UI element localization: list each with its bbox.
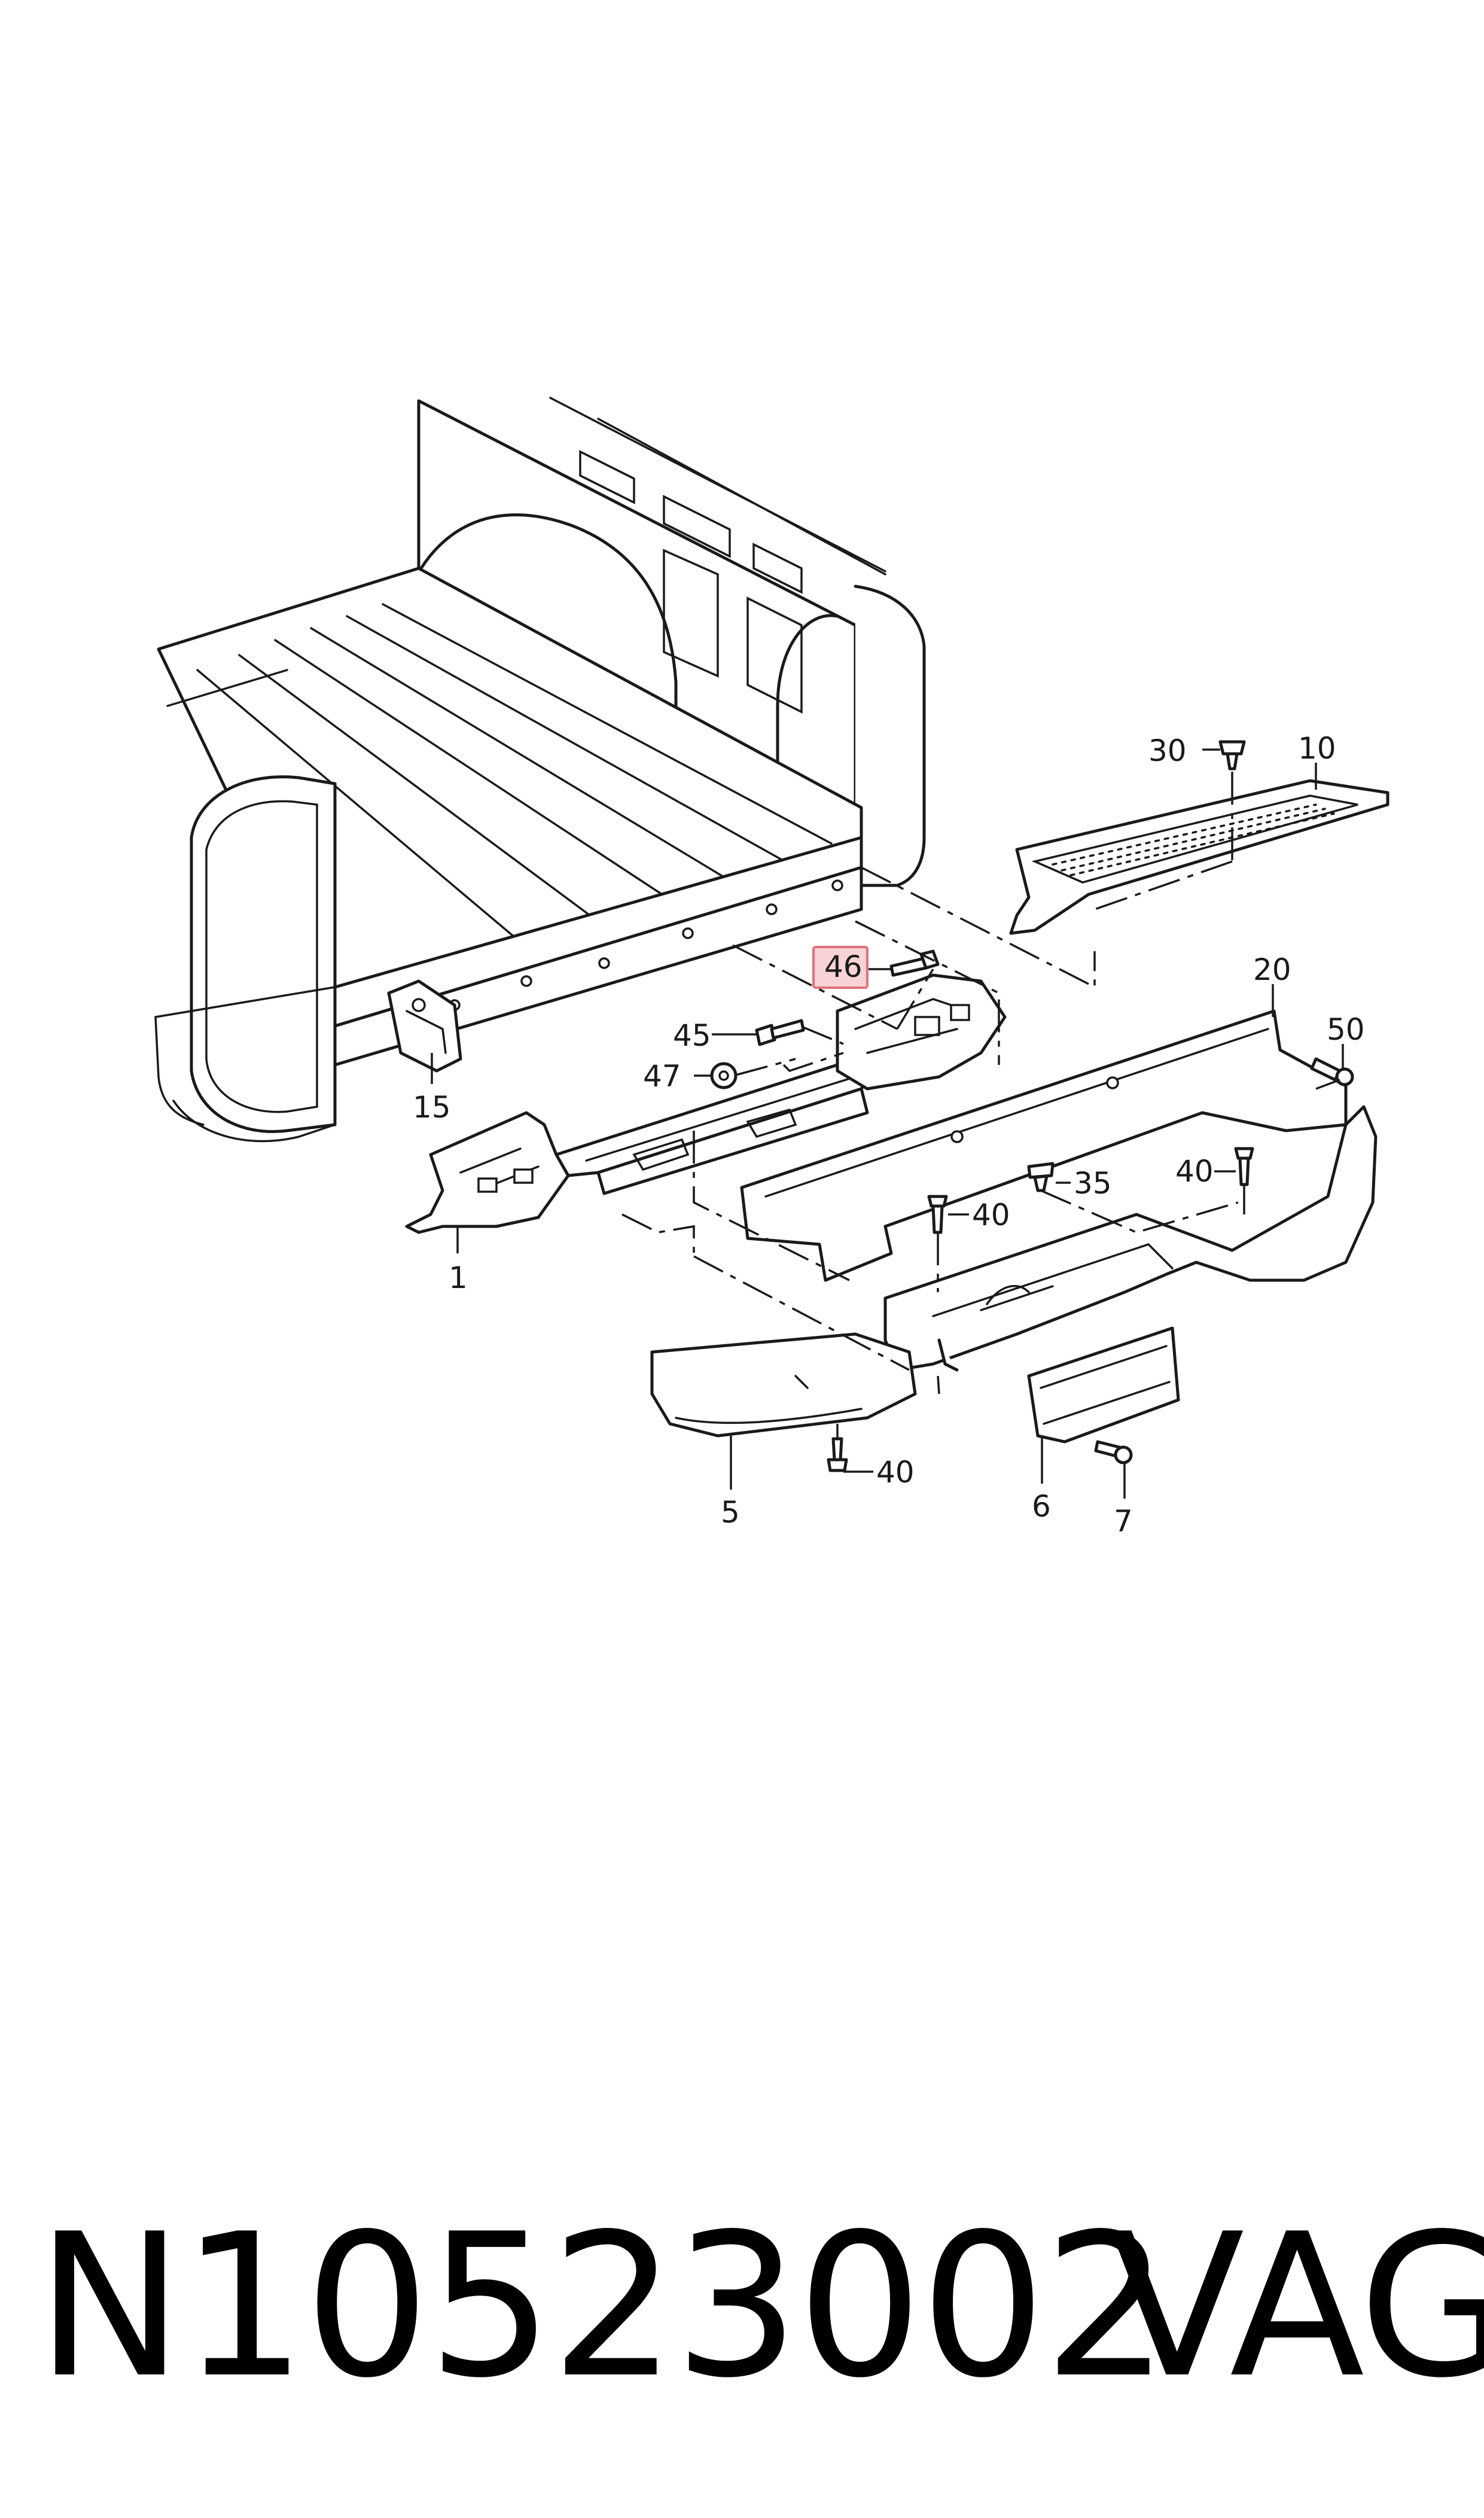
callout-50: 50: [1327, 1012, 1365, 1047]
bolt-46-icon: [889, 949, 940, 977]
callout-30: 30: [1148, 733, 1187, 768]
plate-bracket-part-6: [1027, 1326, 1180, 1444]
callout-40-bottom: 40: [876, 1455, 915, 1490]
callout-35: 35: [1074, 1166, 1112, 1201]
callout-46-highlight: [812, 946, 869, 989]
bolt-45-icon: [755, 1019, 805, 1046]
bracket-part-15: [387, 979, 462, 1073]
callout-40-right: 40: [1175, 1154, 1214, 1189]
callout-47: 47: [643, 1059, 681, 1094]
fasteners: [710, 740, 1354, 1472]
bolt-7-icon: [1094, 1440, 1133, 1464]
callout-15: 15: [413, 1090, 451, 1125]
step-pad-texture: [1052, 803, 1335, 876]
rear-bumper: [883, 1105, 1378, 1372]
callout-20: 20: [1253, 952, 1291, 987]
callout-40-center: 40: [972, 1198, 1010, 1232]
callout-45: 45: [673, 1018, 711, 1053]
truck-bed: [154, 397, 926, 1143]
clip-35-icon: [1027, 1162, 1055, 1192]
bumper-end-part-5: [650, 1332, 917, 1438]
part-number: N10523002: [36, 2191, 1169, 2421]
assembly-lines: [621, 772, 1340, 1439]
callout-5: 5: [721, 1495, 740, 1530]
bolt-50-icon: [1310, 1057, 1354, 1086]
inner-bracket-part-20: [740, 1009, 1348, 1282]
bolt-40-right-icon: [1234, 1147, 1254, 1186]
brand-label: VAG: [1110, 2191, 1484, 2421]
bolt-40-center-icon: [927, 1195, 948, 1234]
step-pad-part-10: [1009, 779, 1389, 935]
callout-labels: 46 30 10 20 50 45 47 15 1 35 40 40 40 5 …: [413, 731, 1365, 1539]
callout-7: 7: [1114, 1504, 1133, 1539]
callout-1: 1: [449, 1260, 468, 1295]
bolt-40-bottom-icon: [827, 1437, 848, 1472]
leader-lines: [431, 748, 1344, 1499]
clip-30-icon: [1218, 740, 1246, 771]
nut-47-icon: [710, 1062, 738, 1089]
frame-bracket-part-1: [405, 1063, 875, 1234]
callout-46: 46: [824, 949, 863, 984]
callout-10: 10: [1298, 731, 1336, 766]
callout-6: 6: [1032, 1489, 1051, 1524]
center-bracket: [836, 973, 1007, 1091]
